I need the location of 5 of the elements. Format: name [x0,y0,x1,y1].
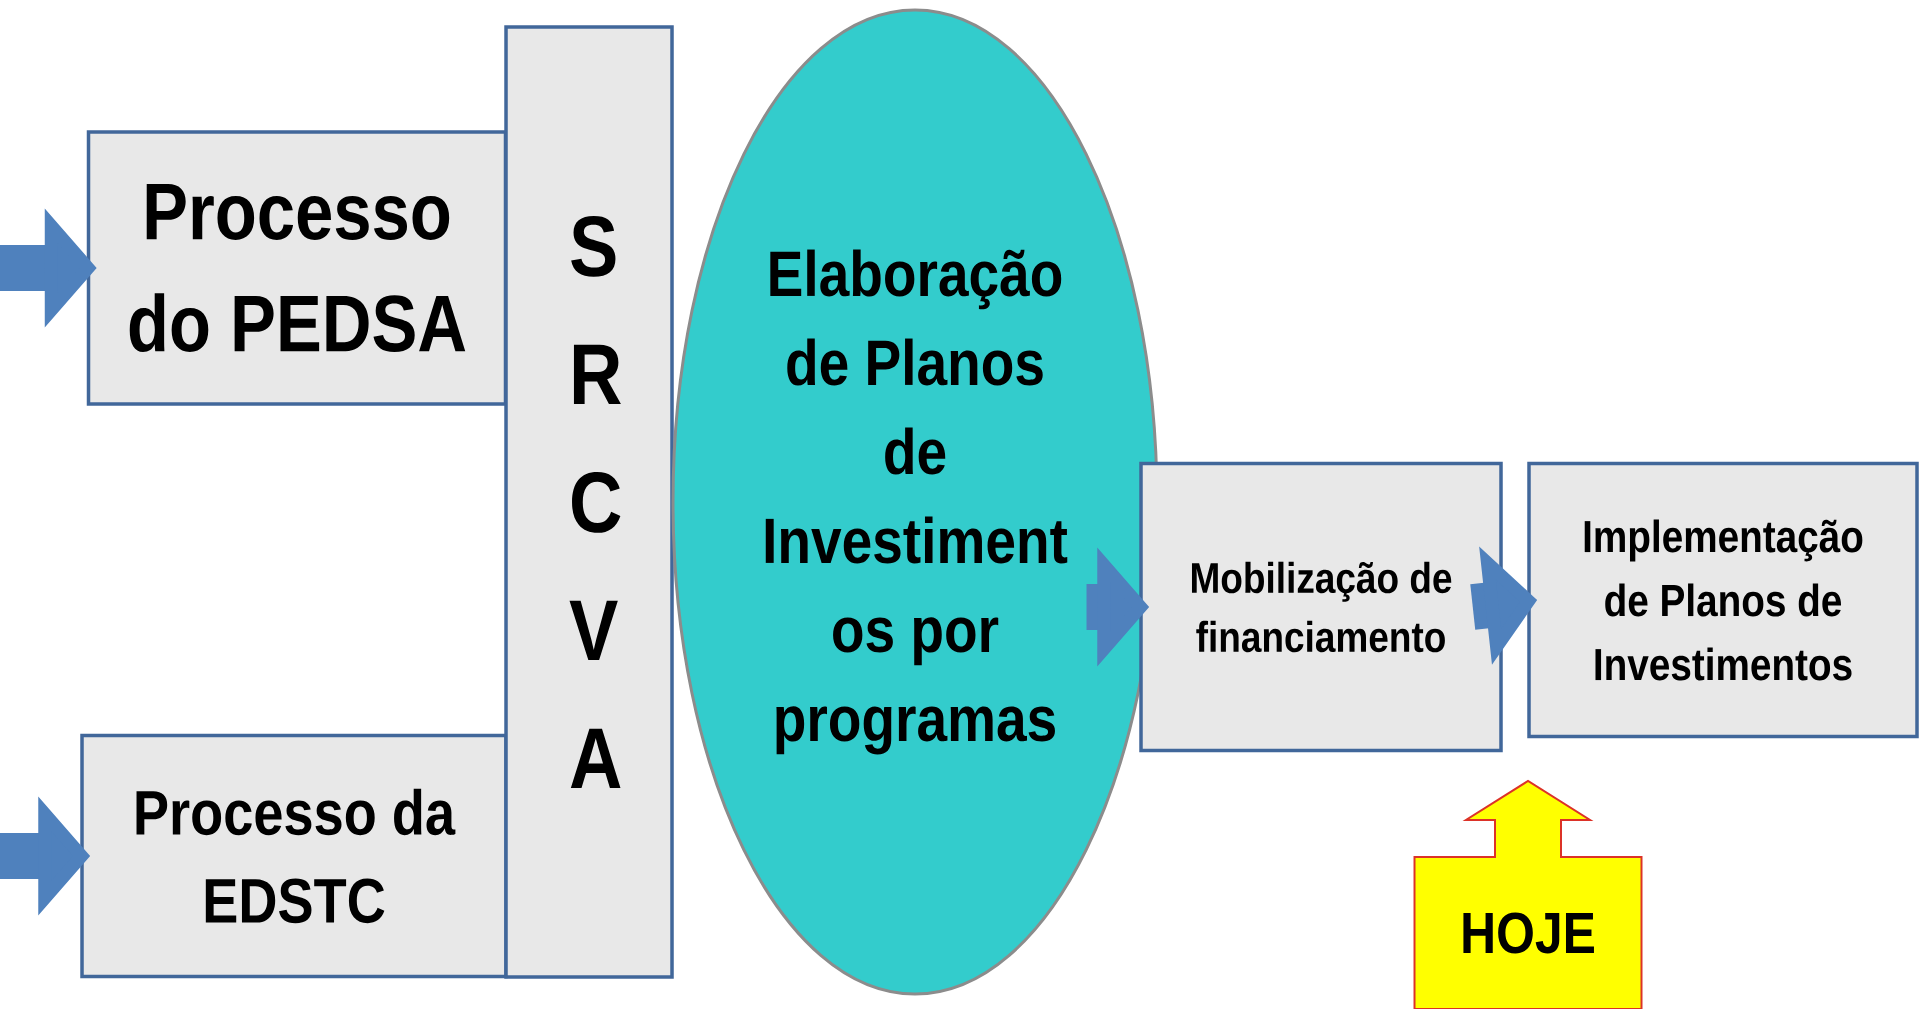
process-box: Processo do PEDSA [86,130,508,406]
process-box: Mobilização de financiamento [1139,461,1503,753]
process-box: Processo da EDSTC [80,733,508,979]
vertical-text-box: S R C V A [504,25,674,979]
process-box: Implementação de Planos de Investimentos [1527,461,1919,739]
